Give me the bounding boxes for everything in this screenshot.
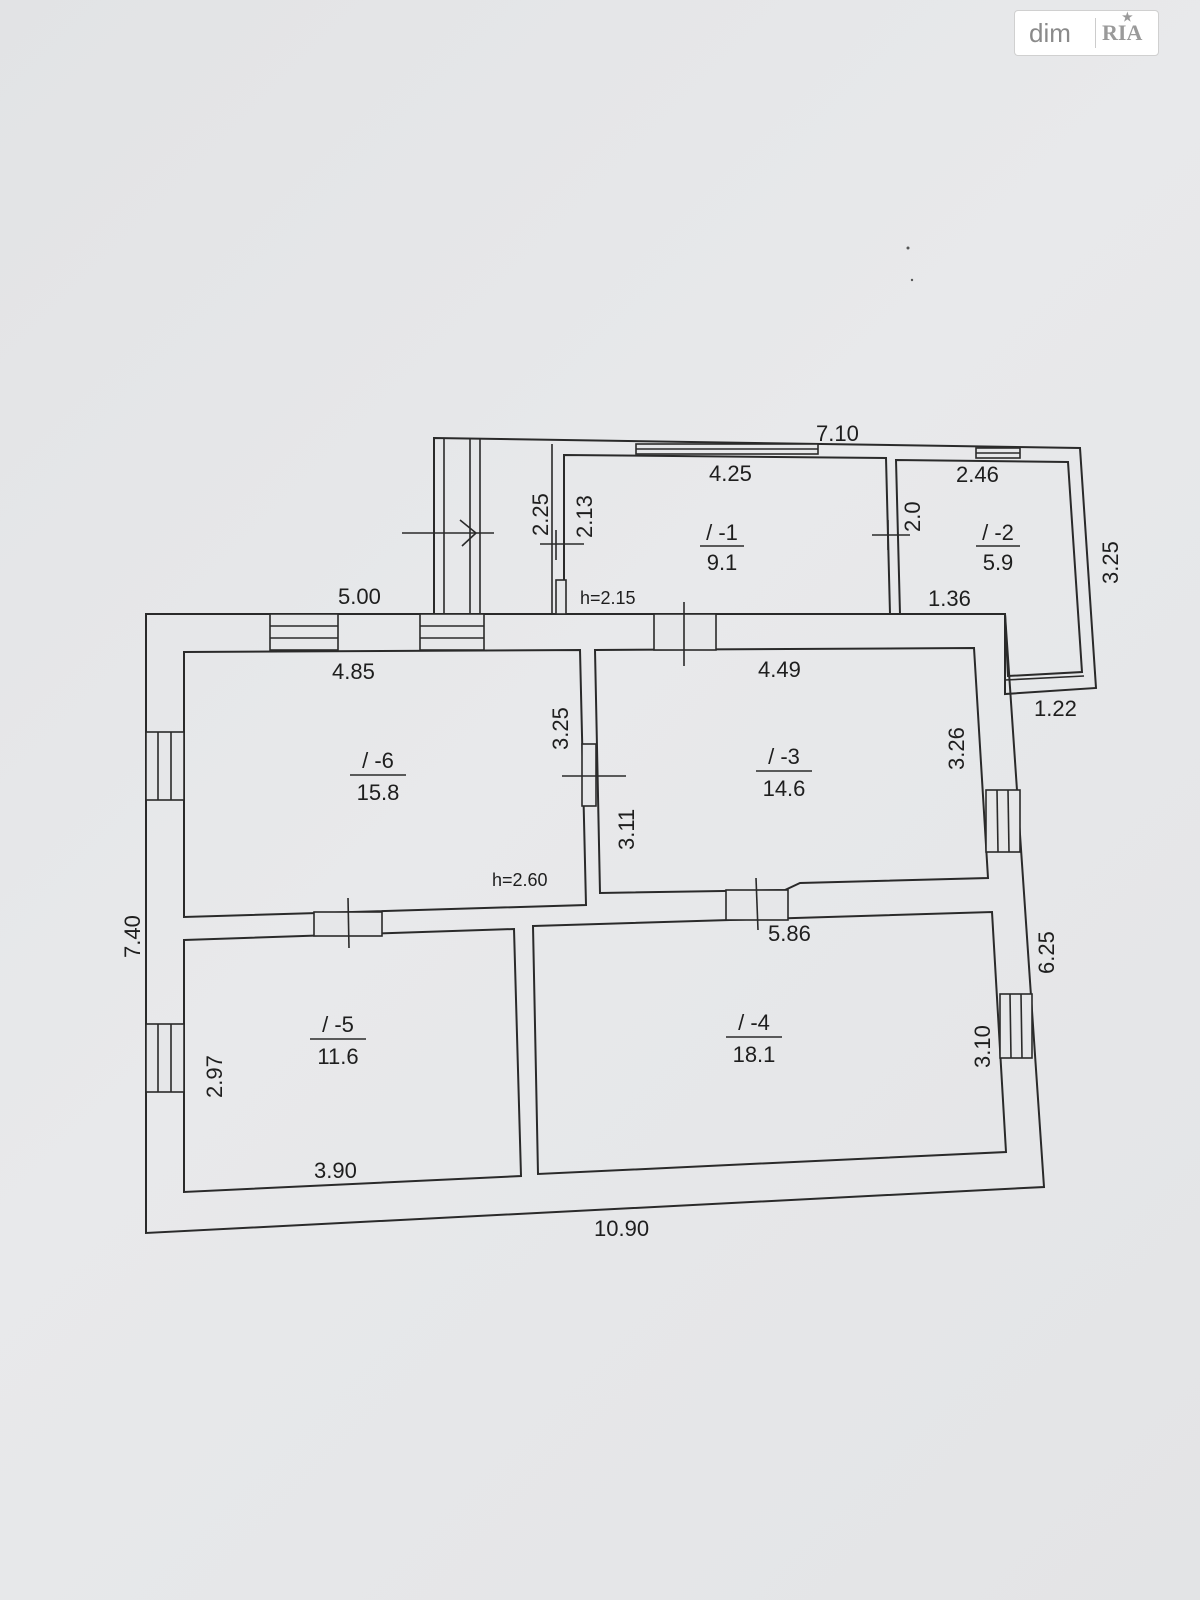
dim-right-height: 6.25 — [1034, 931, 1059, 974]
dim-room4-width: 5.86 — [768, 921, 811, 946]
room-area: 5.9 — [983, 550, 1014, 575]
room-area: 15.8 — [357, 780, 400, 805]
dim-room2-width: 2.46 — [956, 462, 999, 487]
room-area: 18.1 — [733, 1042, 776, 1067]
dim-room6-width: 4.85 — [332, 659, 375, 684]
room-4-outline — [531, 910, 1008, 1176]
room1-height: h=2.15 — [580, 588, 636, 608]
dim-room3-depth-right: 3.26 — [944, 727, 969, 770]
dim-room4-depth: 3.10 — [970, 1025, 995, 1068]
room-label-1: / -1 9.1 — [700, 520, 744, 575]
dim-room5-width: 3.90 — [314, 1158, 357, 1183]
dim-main-bottom: 10.90 — [594, 1216, 649, 1241]
watermark-dim-text: dim — [1029, 17, 1071, 48]
room-code: / -2 — [982, 520, 1014, 545]
room-1-outline — [563, 453, 892, 615]
watermark-ria-label: RIA — [1102, 20, 1143, 45]
entrance-arrow-icon — [402, 519, 494, 547]
room-label-2: / -2 5.9 — [976, 520, 1020, 575]
room-3-outline — [593, 646, 990, 895]
dim-main-top-left: 5.00 — [338, 584, 381, 609]
doors — [313, 520, 910, 949]
dim-left-height: 7.40 — [120, 915, 145, 958]
dim-room3-depth-left: 3.11 — [614, 809, 639, 850]
dim-annex-offset: 1.36 — [928, 586, 971, 611]
dim-ria-watermark-logo: dim RIA ★ — [1014, 10, 1159, 56]
dim-entrance-depth: 2.25 — [528, 493, 553, 536]
room-code: / -6 — [362, 748, 394, 773]
room-area: 11.6 — [317, 1044, 358, 1069]
room-2-outline — [894, 458, 1084, 678]
room-area: 9.1 — [707, 550, 738, 575]
room6-height: h=2.60 — [492, 870, 548, 890]
room-code: / -4 — [738, 1010, 770, 1035]
dim-room1-width: 4.25 — [709, 461, 752, 486]
dim-room5-depth: 2.97 — [202, 1055, 227, 1098]
room-5-outline — [183, 927, 523, 1194]
scan-speck — [906, 246, 910, 250]
dim-room6-depth: 3.25 — [548, 707, 573, 750]
scan-speck — [910, 278, 914, 282]
dim-annex-top: 7.10 — [816, 421, 859, 446]
dim-annex-right: 3.25 — [1098, 541, 1123, 584]
windows — [145, 443, 1033, 1093]
room-area: 14.6 — [763, 776, 806, 801]
watermark-divider — [1095, 18, 1096, 48]
dim-annex-step: 1.22 — [1034, 696, 1077, 721]
room-code: / -3 — [768, 744, 800, 769]
watermark-ria-text: RIA ★ — [1102, 10, 1143, 46]
room-code: / -5 — [322, 1012, 354, 1037]
room-label-6: / -6 15.8 — [350, 748, 406, 805]
dim-room1-depth: 2.13 — [572, 495, 597, 538]
room-label-3: / -3 14.6 — [756, 744, 812, 801]
dim-room3-width: 4.49 — [758, 657, 801, 682]
dim-room2-depth: 2.0 — [900, 501, 925, 532]
room-code: / -1 — [706, 520, 738, 545]
star-icon: ★ — [1122, 10, 1133, 24]
room-label-4: / -4 18.1 — [726, 1010, 782, 1067]
annex-step-line — [1004, 675, 1085, 681]
room-label-5: / -5 11.6 — [310, 1012, 366, 1069]
